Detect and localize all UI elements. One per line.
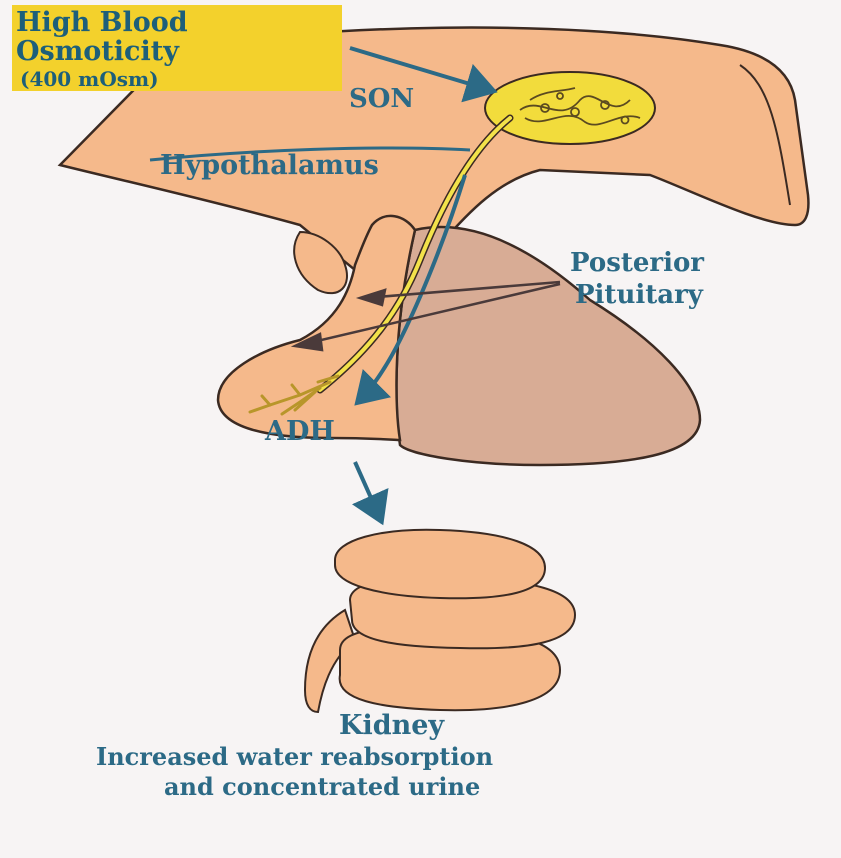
kidney-arrow — [355, 462, 380, 518]
stimulus-line-1: High Blood — [16, 9, 342, 36]
stimulus-box: High Blood Osmoticity (400 mOsm) — [12, 5, 342, 91]
stimulus-line-3: (400 mOsm) — [20, 69, 342, 89]
posterior-label-line-2: Pituitary — [575, 282, 703, 308]
son-label: SON — [349, 86, 414, 112]
stimulus-line-2: Osmoticity — [16, 38, 342, 65]
effect-label-line-2: and concentrated urine — [164, 775, 480, 799]
kidney-label: Kidney — [339, 712, 444, 739]
adh-label: ADH — [265, 418, 335, 445]
effect-label-line-1: Increased water reabsorption — [96, 745, 493, 769]
posterior-label-line-1: Posterior — [570, 250, 704, 276]
hypothalamus-label: Hypothalamus — [160, 152, 379, 179]
kidney-lobe-top — [335, 530, 545, 599]
kidney — [305, 530, 575, 712]
